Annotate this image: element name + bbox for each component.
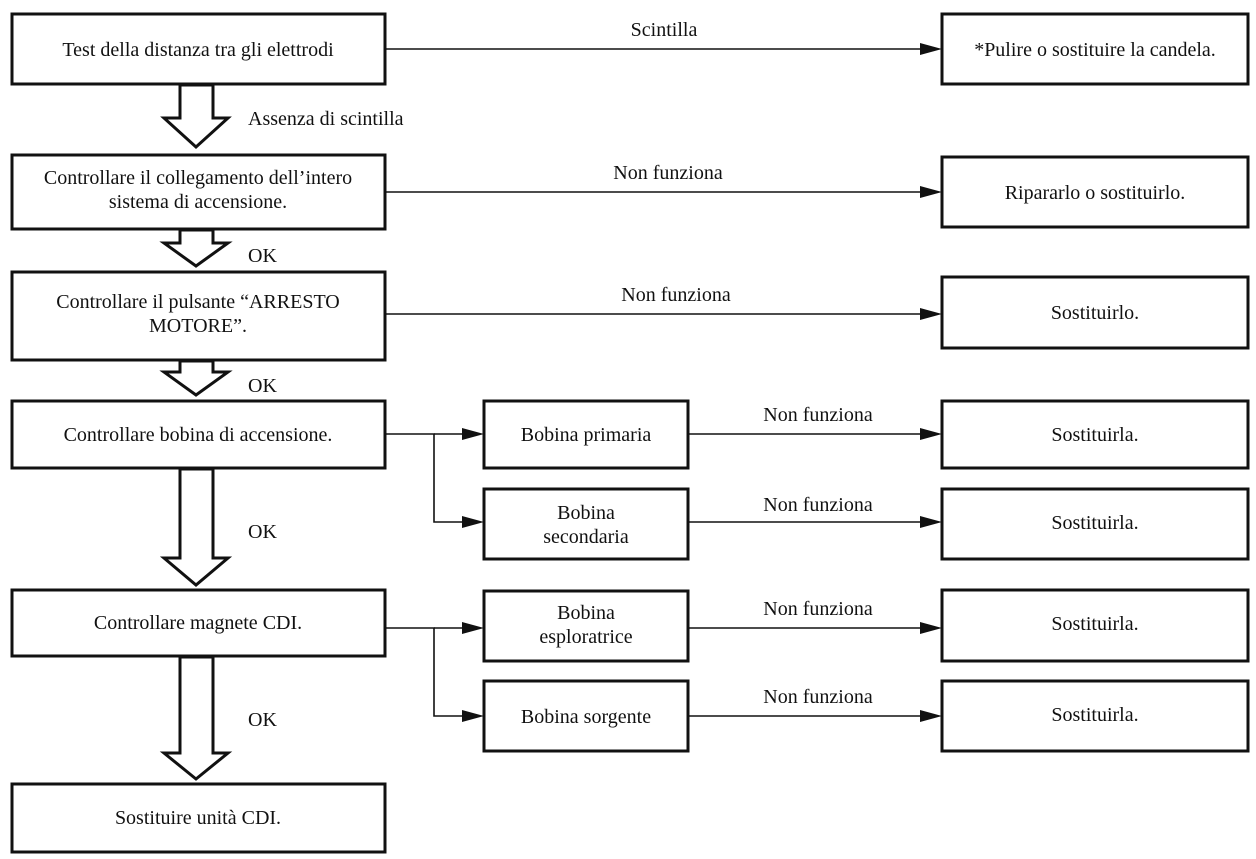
arrow-source-fail: Non funziona (688, 686, 942, 722)
step-spark-gap-test: Test della distanza tra gli elettrodi (10, 12, 387, 86)
text-line: Ripararlo o sostituirlo. (1005, 182, 1186, 204)
component-source-coil-text: Bobina sorgente (521, 706, 651, 728)
text-line: esploratrice (539, 626, 632, 648)
arrow-spark: Scintilla (385, 19, 942, 55)
text-line: secondaria (543, 526, 629, 548)
text-line: Bobina sorgente (521, 706, 651, 728)
component-primary-coil: Bobina primaria (482, 399, 690, 470)
down-arrow-no-spark: Assenza di scintilla (160, 83, 404, 150)
arrow-switch-fail: Non funziona (385, 284, 942, 320)
label-not-working: Non funziona (763, 598, 873, 620)
action-repair-replace-text: Ripararlo o sostituirlo. (1005, 182, 1186, 204)
text-line: Sostituirla. (1051, 613, 1138, 635)
step-replace-cdi-unit-text: Sostituire unità CDI. (115, 807, 281, 829)
text-line: Sostituirla. (1051, 704, 1138, 726)
step-spark-gap-test-text: Test della distanza tra gli elettrodi (62, 39, 334, 61)
step-replace-cdi-unit: Sostituire unità CDI. (10, 782, 387, 854)
component-source-coil: Bobina sorgente (482, 679, 690, 753)
action-replace-primary-coil-text: Sostituirla. (1051, 424, 1138, 446)
step-check-cdi-magneto-text: Controllare magnete CDI. (94, 612, 302, 634)
label-not-working: Non funziona (763, 686, 873, 708)
arrow-secondary-fail: Non funziona (688, 494, 942, 528)
down-arrow-ok-2: OK (159, 359, 277, 397)
label-ok: OK (248, 245, 277, 267)
branch-cdi-magneto (385, 622, 484, 722)
down-arrow-ok-4: OK (159, 655, 277, 781)
action-replace-source-coil-text: Sostituirla. (1051, 704, 1138, 726)
text-line: Bobina (557, 502, 615, 524)
action-replace-source-coil: Sostituirla. (940, 679, 1250, 753)
down-arrow-ok-3: OK (159, 467, 277, 587)
text-line: Sostituirla. (1051, 424, 1138, 446)
action-clean-replace-plug: *Pulire o sostituire la candela. (940, 12, 1250, 86)
action-replace-pickup-coil-text: Sostituirla. (1051, 613, 1138, 635)
text-line: Controllare magnete CDI. (94, 612, 302, 634)
action-replace-switch-text: Sostituirlo. (1051, 302, 1139, 324)
action-replace-secondary-coil-text: Sostituirla. (1051, 512, 1138, 534)
label-not-working: Non funziona (621, 284, 731, 306)
text-line: Controllare il collegamento dell’intero (44, 167, 352, 189)
label-ok: OK (248, 709, 277, 731)
label-ok: OK (248, 375, 277, 397)
text-line: Sostituirlo. (1051, 302, 1139, 324)
text-line: MOTORE”. (149, 315, 247, 337)
text-line: Sostituire unità CDI. (115, 807, 281, 829)
label-not-working: Non funziona (763, 494, 873, 516)
action-repair-replace: Ripararlo o sostituirlo. (940, 155, 1250, 229)
text-line: Controllare bobina di accensione. (64, 424, 333, 446)
arrow-primary-fail: Non funziona (688, 404, 942, 440)
action-replace-primary-coil: Sostituirla. (940, 399, 1250, 470)
label-ok: OK (248, 521, 277, 543)
action-replace-switch: Sostituirlo. (940, 275, 1250, 350)
action-replace-pickup-coil: Sostituirla. (940, 588, 1250, 663)
arrow-pickup-fail: Non funziona (688, 598, 942, 634)
text-line: Controllare il pulsante “ARRESTO (56, 291, 340, 313)
label-spark: Scintilla (631, 19, 698, 41)
action-clean-replace-plug-text: *Pulire o sostituire la candela. (974, 39, 1216, 61)
step-check-ignition-coil: Controllare bobina di accensione. (10, 399, 387, 470)
step-check-cdi-magneto: Controllare magnete CDI. (10, 588, 387, 658)
branch-ignition-coil (385, 428, 484, 528)
text-line: sistema di accensione. (109, 191, 287, 213)
label-not-working: Non funziona (613, 162, 723, 184)
action-replace-secondary-coil: Sostituirla. (940, 487, 1250, 561)
down-arrow-ok-1: OK (159, 228, 277, 268)
text-line: Test della distanza tra gli elettrodi (62, 39, 334, 61)
label-not-working: Non funziona (763, 404, 873, 426)
arrow-wiring-fail: Non funziona (385, 162, 942, 198)
component-primary-coil-text: Bobina primaria (521, 424, 652, 446)
step-check-ignition-coil-text: Controllare bobina di accensione. (64, 424, 333, 446)
text-line: Bobina (557, 602, 615, 624)
text-line: Bobina primaria (521, 424, 652, 446)
label-no-spark: Assenza di scintilla (248, 108, 404, 130)
text-line: *Pulire o sostituire la candela. (974, 39, 1216, 61)
text-line: Sostituirla. (1051, 512, 1138, 534)
